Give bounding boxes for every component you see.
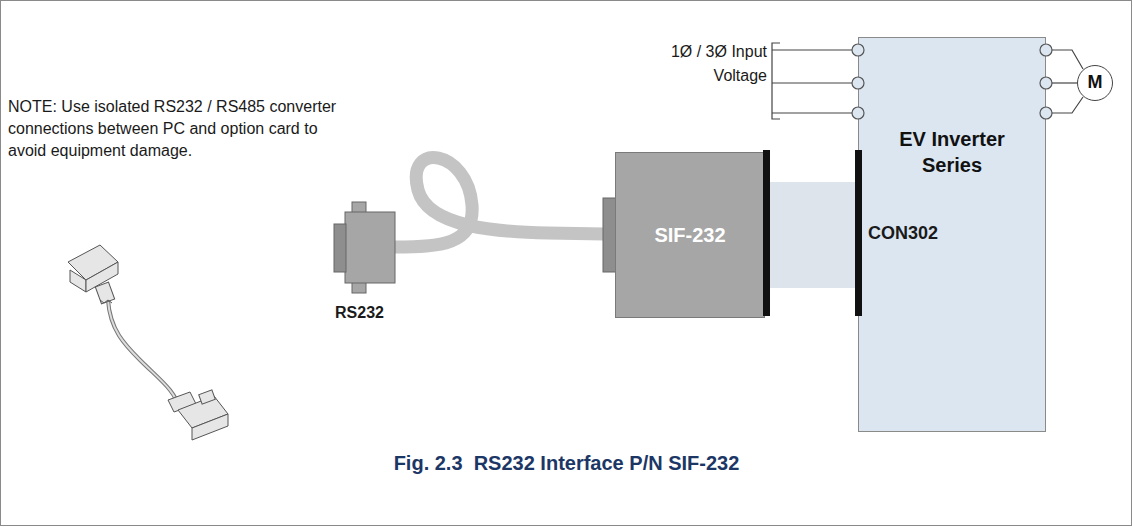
motor-wire <box>1046 82 1077 83</box>
motor-circle: M <box>1077 65 1113 101</box>
connector-name: RS232 <box>335 303 405 323</box>
node-text: EV Inverter Series <box>892 126 1012 178</box>
input-wires <box>772 43 852 119</box>
cable-picture <box>68 245 228 440</box>
rs232-connector <box>334 158 604 293</box>
connector-name: CON302 <box>868 222 958 244</box>
node-text: SIF-232 <box>654 222 725 248</box>
option-card: SIF-232 <box>615 152 765 318</box>
ribbon-cable <box>765 182 858 288</box>
node-text: M <box>1088 71 1103 94</box>
supply-label: 1Ø / 3Ø Input Voltage <box>655 40 767 88</box>
figure-caption: Fig. 2.3 RS232 Interface P/N SIF-232 <box>0 452 1133 475</box>
note: NOTE: Use isolated RS232 / RS485 convert… <box>8 96 353 162</box>
